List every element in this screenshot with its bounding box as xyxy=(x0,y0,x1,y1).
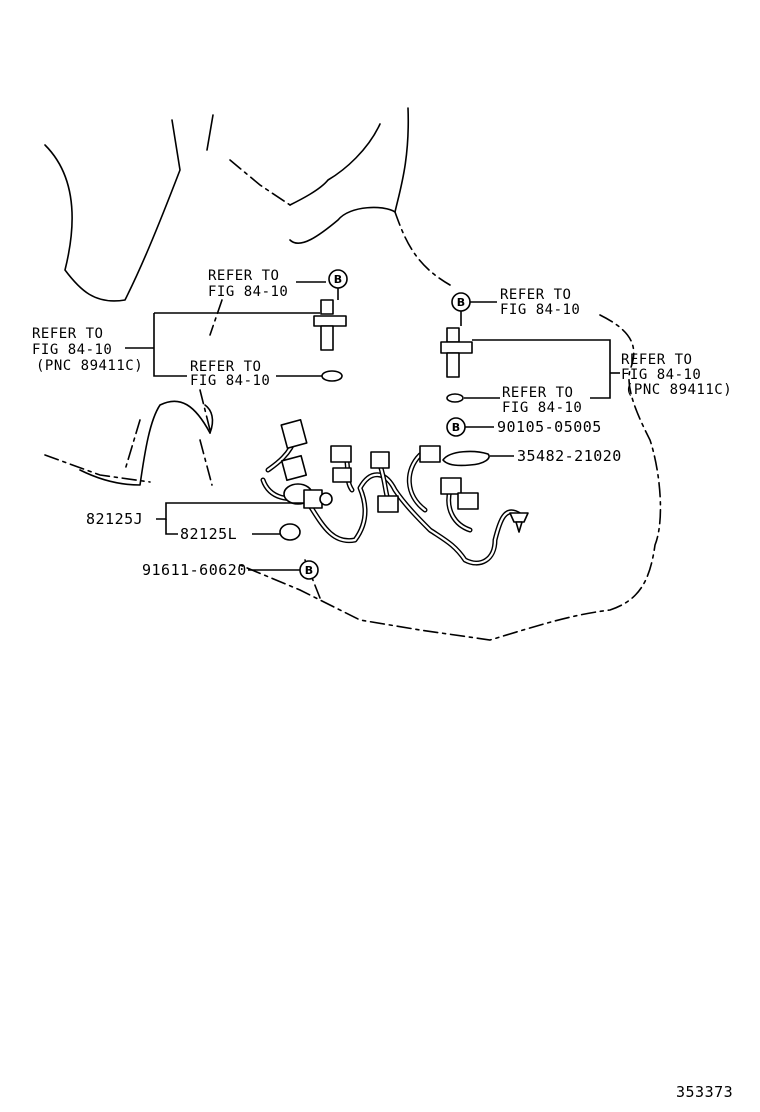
connector xyxy=(377,495,399,513)
connector xyxy=(280,454,308,482)
part-number-clamp: 35482-21020 xyxy=(517,447,622,465)
o-ring-left xyxy=(321,370,343,382)
connector xyxy=(440,477,462,495)
svg-text:B: B xyxy=(334,273,342,286)
phantom-outline xyxy=(44,159,662,641)
svg-text:B: B xyxy=(457,296,465,309)
connector xyxy=(419,445,441,463)
connector xyxy=(457,492,479,510)
clip xyxy=(509,512,529,523)
part-number-bolt: 90105-05005 xyxy=(497,418,602,436)
clamp xyxy=(442,450,490,467)
svg-text:B: B xyxy=(452,421,460,434)
wire-harness xyxy=(260,419,529,566)
connector xyxy=(370,451,390,469)
badge-b: B xyxy=(451,292,471,312)
bolt-clamp-group: B 90105-05005 35482-21020 xyxy=(442,417,622,467)
cam-position-sensor-right xyxy=(440,327,473,378)
o-ring-right xyxy=(446,393,464,403)
cam-position-sensor-left xyxy=(313,299,347,351)
connector xyxy=(332,467,352,483)
badge-b: B xyxy=(299,560,319,580)
crank-sensor-bolt xyxy=(319,492,333,506)
part-number-82125l: 82125L xyxy=(180,525,237,543)
o-ring-crank xyxy=(279,523,301,541)
connector xyxy=(280,419,308,449)
svg-text:B: B xyxy=(305,564,313,577)
harness-callouts: 82125J 82125L 91611-60620 B xyxy=(86,502,319,580)
part-number-91611: 91611-60620 xyxy=(142,561,247,579)
badge-b: B xyxy=(328,269,348,289)
badge-b: B xyxy=(446,417,466,437)
part-number-82125j: 82125J xyxy=(86,510,143,528)
figure-id: 353373 xyxy=(676,1083,733,1101)
engine-outline xyxy=(44,107,410,486)
clip xyxy=(515,521,523,533)
connector xyxy=(330,445,352,463)
